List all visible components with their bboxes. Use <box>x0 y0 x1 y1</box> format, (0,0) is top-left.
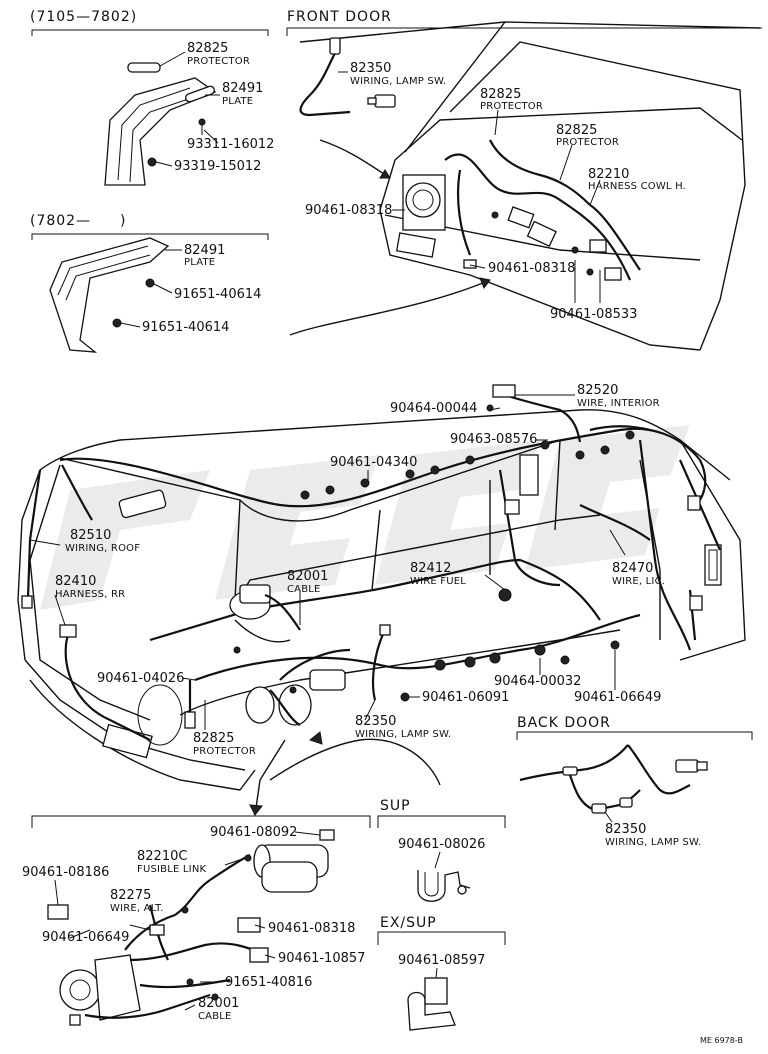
ex-sup-clamp <box>407 967 456 1031</box>
label-90461-06649-main: 90461-06649 <box>574 690 661 705</box>
label-82210: 82210 <box>588 167 629 182</box>
label-82350-main: 82350 <box>355 714 396 729</box>
label-82001-main-desc: CABLE <box>287 584 321 595</box>
label-82210c-desc: FUSIBLE LINK <box>137 864 206 875</box>
label-82510: 82510 <box>70 528 111 543</box>
label-82491-lower-desc: PLATE <box>184 257 215 268</box>
label-82491-top: 82491 <box>222 81 263 96</box>
lamp-switch-wire-main <box>249 624 441 816</box>
label-82520: 82520 <box>577 383 618 398</box>
label-82275: 82275 <box>110 888 151 903</box>
label-82510-desc: WIRING, ROOF <box>65 543 140 554</box>
label-90461-08318-bottom: 90461-08318 <box>268 921 355 936</box>
interior-wire-connector-icon <box>492 384 516 398</box>
front-door-harness <box>444 139 641 281</box>
label-90463-08576: 90463-08576 <box>450 432 537 447</box>
label-82001-bottom: 82001 <box>198 996 239 1011</box>
label-90461-08026: 90461-08026 <box>398 837 485 852</box>
label-82001-main: 82001 <box>287 569 328 584</box>
label-82825-top: 82825 <box>187 41 228 56</box>
section-title-sup: SUP <box>380 798 411 814</box>
sup-clamp <box>417 851 471 902</box>
section-brackets <box>31 27 762 945</box>
label-82350-back: 82350 <box>605 822 646 837</box>
label-82825-main-desc: PROTECTOR <box>193 746 256 757</box>
label-93319-15012: 93319-15012 <box>174 159 261 174</box>
label-82350-main-desc: WIRING, LAMP SW. <box>355 729 451 740</box>
label-82001-bottom-desc: CABLE <box>198 1011 232 1022</box>
label-82825-top-desc: PROTECTOR <box>187 56 250 67</box>
roof-clamps <box>300 404 635 702</box>
section-title-front-door: FRONT DOOR <box>287 9 392 25</box>
label-82825-front-a-desc: PROTECTOR <box>480 101 543 112</box>
label-90461-06091: 90461-06091 <box>422 690 509 705</box>
label-90461-10857: 90461-10857 <box>278 951 365 966</box>
watermark-logo <box>40 425 690 610</box>
label-90461-04026: 90461-04026 <box>97 671 184 686</box>
leaders-bottom-left <box>54 831 321 1011</box>
leaders-top-left <box>120 51 220 328</box>
section-title-ex-sup: EX/SUP <box>380 915 437 931</box>
label-82825-front-b-desc: PROTECTOR <box>556 137 619 148</box>
label-82470-desc: WIRE, LIC. <box>612 576 665 587</box>
lamp-switch-wire-front <box>289 37 491 336</box>
label-90464-00044: 90464-00044 <box>390 401 477 416</box>
leaders-front-door <box>338 71 601 303</box>
label-82350-back-desc: WIRING, LAMP SW. <box>605 837 701 848</box>
back-door-wiring <box>519 744 708 823</box>
label-82412-desc: WIRE FUEL <box>410 576 466 587</box>
label-90461-08318-b: 90461-08318 <box>488 261 575 276</box>
label-91651-40614-a: 91651-40614 <box>174 287 261 302</box>
label-82491-top-desc: PLATE <box>222 96 253 107</box>
label-90461-08186: 90461-08186 <box>22 865 109 880</box>
label-82350-front-desc: WIRING, LAMP SW. <box>350 76 446 87</box>
label-91651-40614-b: 91651-40614 <box>142 320 229 335</box>
label-82410: 82410 <box>55 574 96 589</box>
label-90461-08597: 90461-08597 <box>398 953 485 968</box>
label-90461-08533: 90461-08533 <box>550 307 637 322</box>
label-82825-main: 82825 <box>193 731 234 746</box>
plate-bracket-lower <box>49 237 170 353</box>
label-93311-16012: 93311-16012 <box>187 137 274 152</box>
label-82491-lower: 82491 <box>184 243 225 258</box>
footer-code: ME 6978-B <box>700 1036 743 1045</box>
label-82275-desc: WIRE, ALT. <box>110 903 164 914</box>
label-82210c: 82210C <box>137 849 187 864</box>
engine-cable-area <box>229 584 351 726</box>
label-90461-08092: 90461-08092 <box>210 825 297 840</box>
label-82210-desc: HARNESS COWL H. <box>588 181 686 192</box>
label-82470: 82470 <box>612 561 653 576</box>
label-82410-desc: HARNESS, RR <box>55 589 125 600</box>
section-title-7802: (7802— <box>30 213 91 229</box>
section-title-7802-close: ) <box>120 213 126 229</box>
leaders-main <box>29 394 626 730</box>
label-82350-front: 82350 <box>350 61 391 76</box>
label-82825-front-b: 82825 <box>556 123 597 138</box>
label-82825-front-a: 82825 <box>480 87 521 102</box>
label-90461-08318-a: 90461-08318 <box>305 203 392 218</box>
protector-part-icon <box>127 62 161 73</box>
label-90464-00032: 90464-00032 <box>494 674 581 689</box>
label-90461-04340: 90461-04340 <box>330 455 417 470</box>
section-title-back-door: BACK DOOR <box>517 715 611 731</box>
label-91651-40816: 91651-40816 <box>225 975 312 990</box>
label-82520-desc: WIRE, INTERIOR <box>577 398 660 409</box>
front-door-outline <box>299 21 761 351</box>
section-title-7105-7802: (7105—7802) <box>30 9 137 25</box>
label-82412: 82412 <box>410 561 451 576</box>
label-90461-06649-bottom: 90461-06649 <box>42 930 129 945</box>
labels: 82825 PROTECTOR 82491 PLATE 93311-16012 … <box>22 41 743 1045</box>
main-harness <box>21 384 722 741</box>
plate-bracket-upper <box>104 62 217 186</box>
vehicle-body-outline <box>17 409 746 791</box>
